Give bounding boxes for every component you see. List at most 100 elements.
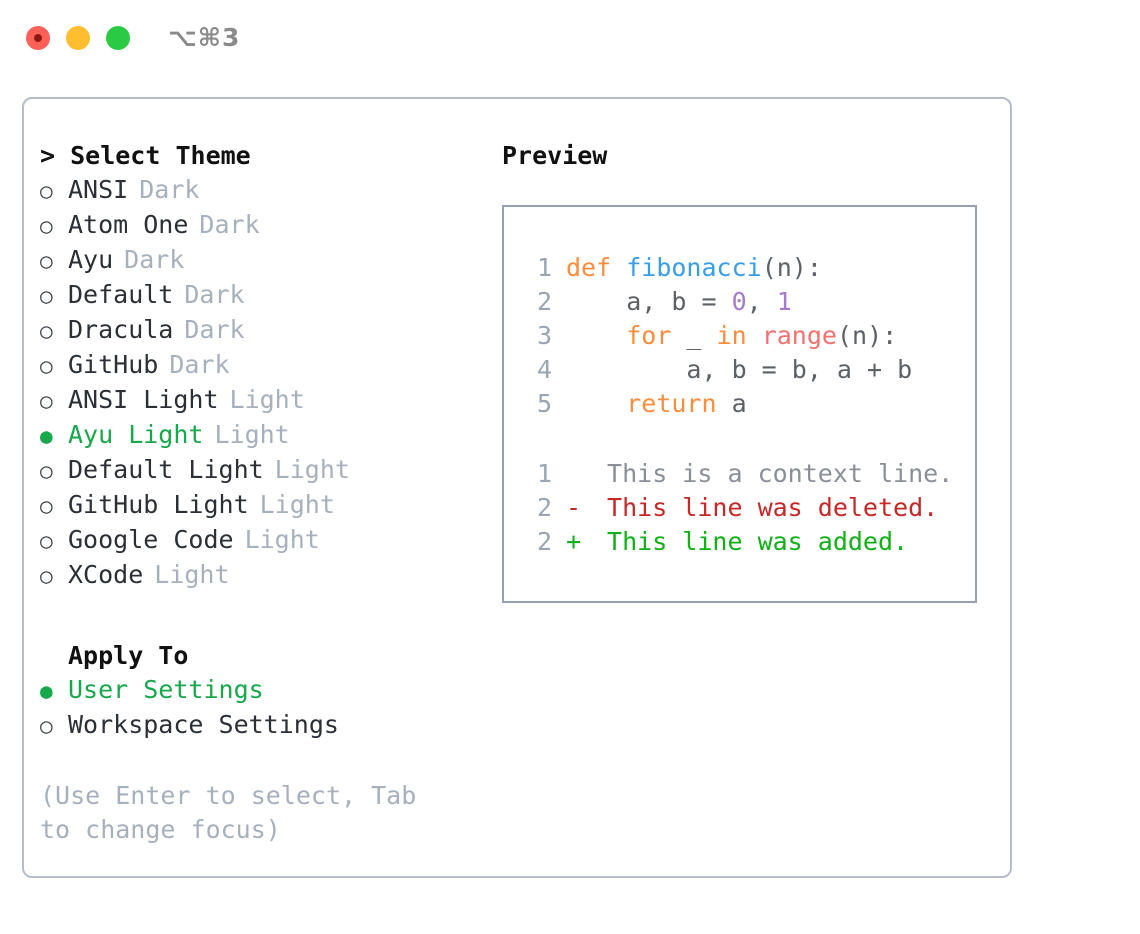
radio-unselected-icon: ○ <box>40 494 53 518</box>
apply-option-workspace-settings[interactable]: ○Workspace Settings <box>40 708 490 743</box>
theme-option-ansi-light[interactable]: ○ ANSI Light Light <box>40 383 490 418</box>
code-text: def fibonacci(n): <box>566 251 822 285</box>
theme-name: GitHub Light <box>68 490 249 519</box>
radio-selected-icon: ● <box>40 679 53 703</box>
token-num: 1 <box>776 287 792 316</box>
diff-text: This is a context line. <box>592 459 954 488</box>
radio-unselected-icon: ○ <box>40 354 53 378</box>
theme-option-ansi[interactable]: ○ ANSI Dark <box>40 173 490 208</box>
theme-option-default[interactable]: ○ Default Dark <box>40 278 490 313</box>
spacer <box>518 421 975 457</box>
theme-name: Dracula <box>68 315 174 344</box>
radio-unselected-icon: ○ <box>40 459 53 483</box>
theme-variant-label: Dark <box>184 280 245 309</box>
token-kw: in <box>716 321 747 350</box>
select-theme-header: > Select Theme <box>40 141 251 170</box>
diff-sample: 1 This is a context line.2- This line wa… <box>518 457 975 559</box>
radio-unselected-icon: ○ <box>40 714 53 738</box>
radio-unselected-icon: ○ <box>40 284 53 308</box>
radio-unselected-icon: ○ <box>40 179 53 203</box>
close-button[interactable] <box>26 26 50 50</box>
code-line: 5 return a <box>518 387 975 421</box>
token-plain: , <box>746 287 777 316</box>
theme-variant-label: Dark <box>184 315 245 344</box>
theme-option-xcode[interactable]: ○ XCode Light <box>40 558 490 593</box>
token-num: 0 <box>731 287 747 316</box>
code-text: a, b = 0, 1 <box>566 285 792 319</box>
theme-variant-label: Light <box>214 420 290 449</box>
diff-line: 2+ This line was added. <box>518 525 975 559</box>
token-kw: for <box>626 321 672 350</box>
token-call: range <box>761 321 837 350</box>
token-plain <box>747 321 762 350</box>
theme-name: Default Light <box>68 455 264 484</box>
radio-unselected-icon: ○ <box>40 564 53 588</box>
token-plain: a, b = <box>566 287 732 316</box>
line-number: 1 <box>536 459 552 488</box>
theme-name: Default <box>68 280 174 309</box>
diff-marker <box>566 457 592 491</box>
token-kw: def <box>566 253 612 282</box>
line-number: 1 <box>536 253 552 282</box>
preview-title: Preview <box>502 141 608 170</box>
spacer <box>40 593 490 639</box>
theme-option-github-light[interactable]: ○ GitHub Light Light <box>40 488 490 523</box>
apply-to-header: Apply To <box>68 641 189 670</box>
theme-variant-label: Dark <box>124 245 185 274</box>
theme-name: XCode <box>68 560 144 589</box>
radio-unselected-icon: ○ <box>40 529 53 553</box>
close-icon <box>34 34 42 42</box>
theme-variant-label: Light <box>154 560 230 589</box>
code-text: a, b = b, a + b <box>566 353 912 387</box>
diff-marker: - <box>566 493 582 522</box>
line-number: 2 <box>536 287 552 316</box>
token-plain: _ <box>671 321 717 350</box>
theme-name: GitHub <box>68 350 159 379</box>
theme-option-dracula[interactable]: ○ Dracula Dark <box>40 313 490 348</box>
radio-unselected-icon: ○ <box>40 319 53 343</box>
theme-name: ANSI <box>68 175 129 204</box>
token-plain: (n): <box>761 253 822 282</box>
theme-name: Google Code <box>68 525 234 554</box>
token-plain <box>566 389 626 418</box>
token-kw: return <box>626 389 717 418</box>
token-plain <box>611 253 626 282</box>
theme-variant-label: Light <box>259 490 335 519</box>
line-number: 2 <box>536 527 552 556</box>
maximize-button[interactable] <box>106 26 130 50</box>
code-line: 1 def fibonacci(n): <box>518 251 975 285</box>
diff-text: This line was deleted. <box>592 493 939 522</box>
keyboard-shortcut-label: ⌥⌘3 <box>168 23 241 52</box>
line-number: 2 <box>536 493 552 522</box>
theme-variant-label: Light <box>244 525 320 554</box>
theme-name: Ayu <box>68 245 114 274</box>
minimize-button[interactable] <box>66 26 90 50</box>
window-controls <box>26 26 130 50</box>
apply-option-label: User Settings <box>68 675 264 704</box>
theme-name: Atom One <box>68 210 189 239</box>
diff-line: 1 This is a context line. <box>518 457 975 491</box>
apply-option-user-settings[interactable]: ● User Settings <box>40 673 490 708</box>
code-line: 3 for _ in range(n): <box>518 319 975 353</box>
token-plain: (n): <box>836 321 898 350</box>
theme-option-google-code[interactable]: ○ Google Code Light <box>40 523 490 558</box>
theme-name: Ayu Light <box>68 420 204 449</box>
diff-text: This line was added. <box>592 527 909 556</box>
theme-variant-label: Light <box>229 385 305 414</box>
line-number: 5 <box>536 389 552 418</box>
apply-to-list: ● User Settings ○Workspace Settings <box>40 673 490 743</box>
radio-unselected-icon: ○ <box>40 389 53 413</box>
theme-variant-label: Dark <box>139 175 200 204</box>
theme-variant-label: Dark <box>199 210 260 239</box>
theme-name: ANSI Light <box>68 385 219 414</box>
